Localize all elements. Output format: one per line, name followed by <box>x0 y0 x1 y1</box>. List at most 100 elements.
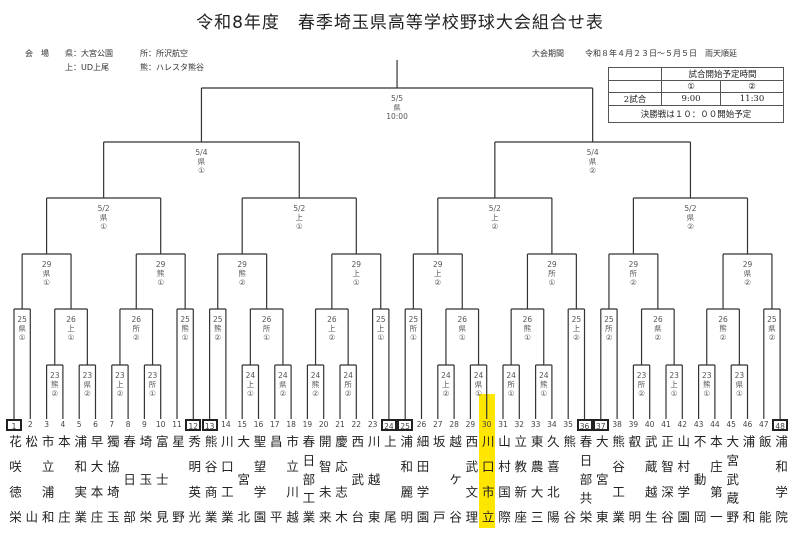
game-venue: 上 <box>352 269 361 278</box>
game-venue: 所 <box>605 324 613 333</box>
game-venue: 上 <box>491 213 499 222</box>
game-slot: ① <box>18 333 26 342</box>
game-date: 25 <box>767 315 777 324</box>
team-name: 西武文理 <box>463 435 479 523</box>
game-venue: 県 <box>654 324 662 333</box>
game-date: 5/2 <box>488 204 501 213</box>
game-venue: 熊 <box>213 324 222 333</box>
game-slot: ① <box>181 333 189 342</box>
team-number: 47 <box>759 420 769 429</box>
team-name: 西武台 <box>349 435 365 523</box>
game-date: 26 <box>66 315 76 324</box>
team-number: 29 <box>465 420 476 429</box>
game-date: 5/4 <box>586 148 599 157</box>
team-name: 浦和実業 <box>72 435 88 523</box>
game-date: 26 <box>653 315 663 324</box>
game-slot: ① <box>670 389 678 398</box>
team-name: 山村国際 <box>496 435 511 523</box>
game-date: 25 <box>571 315 582 324</box>
game-date: 23 <box>734 371 745 380</box>
team-name: 花咲徳栄 <box>7 435 22 523</box>
team-number: 20 <box>318 420 329 429</box>
game-date: 29 <box>547 260 557 269</box>
game-date: 5/2 <box>97 204 110 213</box>
game-slot: ① <box>43 278 50 287</box>
game-date: 5/4 <box>195 148 208 157</box>
team-number: 22 <box>351 420 362 429</box>
team-number: 10 <box>155 420 166 429</box>
game-slot: ② <box>589 166 597 175</box>
game-slot: ① <box>295 222 303 231</box>
game-venue: 所 <box>409 324 418 333</box>
game-slot: ① <box>100 222 108 231</box>
game-date: 29 <box>433 260 443 269</box>
team-number: 6 <box>93 420 98 429</box>
team-name: 埼玉栄 <box>137 435 153 523</box>
team-name: 久喜北陽 <box>544 435 560 523</box>
game-slot: ② <box>132 333 140 342</box>
game-slot: ② <box>491 222 499 231</box>
team-name: 春日部共栄 <box>577 435 593 523</box>
team-number: 28 <box>449 420 459 429</box>
team-number: 46 <box>742 420 753 429</box>
game-venue: 所 <box>148 380 157 389</box>
team-number: 13 <box>201 419 218 431</box>
game-venue: 県 <box>768 324 776 333</box>
team-name: 浦和 <box>740 435 756 523</box>
team-number: 27 <box>433 420 443 429</box>
team-number: 48 <box>772 419 789 431</box>
team-name: 市立浦和 <box>39 435 55 523</box>
game-date: 29 <box>41 260 52 269</box>
game-date: 25 <box>408 315 419 324</box>
game-venue: 上 <box>670 380 678 389</box>
team-name: 松山 <box>23 435 39 523</box>
team-name: 獨協埼玉 <box>104 435 120 523</box>
game-date: 26 <box>457 315 468 324</box>
game-venue: 所 <box>637 380 646 389</box>
game-venue: 県 <box>99 213 108 222</box>
game-date: 24 <box>245 371 256 380</box>
team-name: 浦和学院 <box>773 435 789 523</box>
team-name: 開智未来 <box>316 435 332 523</box>
team-name: 星野 <box>170 435 185 523</box>
game-venue: 県 <box>197 157 206 166</box>
game-date: 24 <box>278 371 288 380</box>
game-venue: 県 <box>474 380 483 389</box>
game-slot: ② <box>434 278 442 287</box>
game-date: 24 <box>441 371 451 380</box>
game-venue: 県 <box>42 269 51 278</box>
team-name: 富士見 <box>153 435 169 523</box>
team-number: 34 <box>547 420 557 429</box>
team-name: 慶応志木 <box>333 435 348 523</box>
venue-kuma: 熊：ハレスタ熊谷 <box>140 63 204 72</box>
game-venue: 上 <box>572 324 581 333</box>
team-name: 秀明英光 <box>186 435 202 523</box>
team-name: 武蔵越生 <box>642 435 658 523</box>
game-slot: ① <box>409 333 417 342</box>
team-number: 17 <box>270 420 280 429</box>
game-date: 24 <box>538 371 549 380</box>
team-name: 上尾 <box>381 435 397 523</box>
team-number: 35 <box>563 420 573 429</box>
game-date: 23 <box>147 371 158 380</box>
game-slot: ② <box>719 333 727 342</box>
game-date: 24 <box>473 371 484 380</box>
